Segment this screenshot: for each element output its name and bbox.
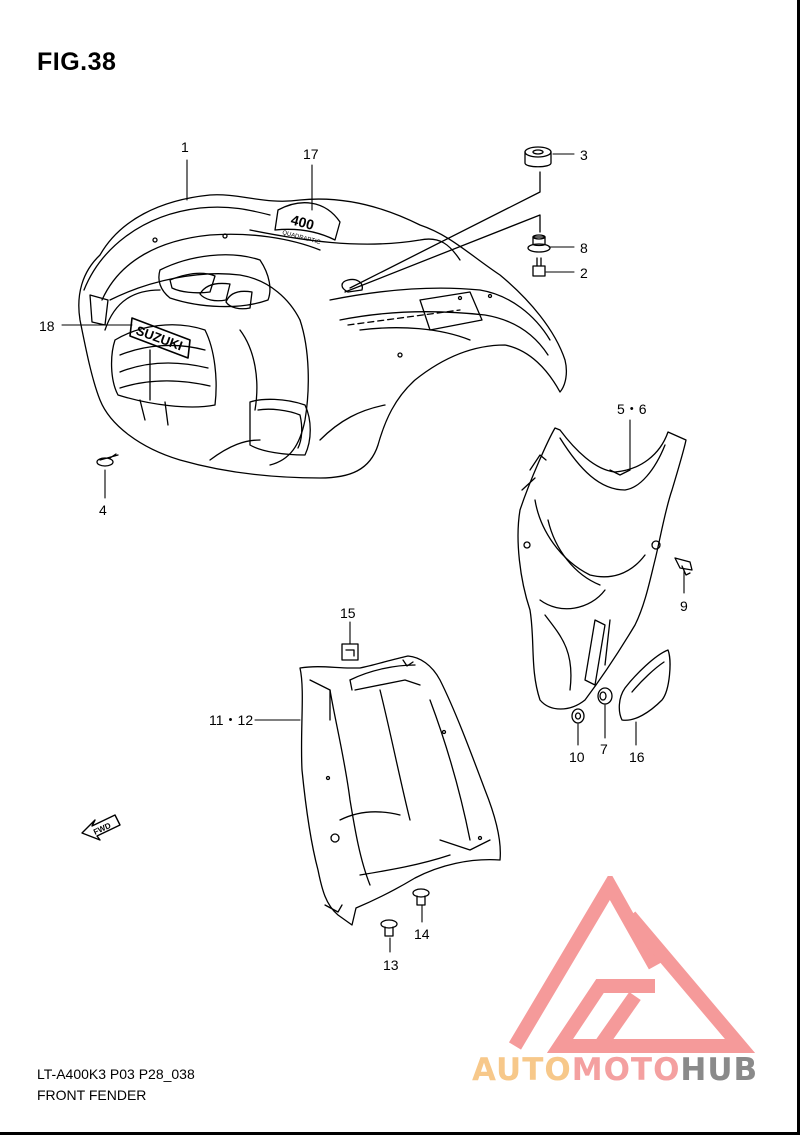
watermark-wordmark: AUTOMOTOHUB	[472, 1052, 758, 1088]
figure-name: FRONT FENDER	[37, 1087, 147, 1103]
callout-leader-lines	[61, 153, 685, 953]
leader-mount-upper	[349, 171, 541, 289]
callout-14: 14	[414, 926, 430, 942]
forward-direction-arrow: FWD	[81, 814, 121, 841]
callout-16: 16	[629, 749, 645, 765]
forward-arrow-label: FWD	[92, 821, 113, 837]
brand-emblem: SUZUKI	[129, 317, 191, 359]
callout-7: 7	[600, 741, 608, 757]
callout-18: 18	[39, 318, 55, 334]
callout-2: 2	[580, 265, 588, 281]
callout-10: 10	[569, 749, 585, 765]
washer-part-10	[571, 708, 585, 724]
figure-title: FIG.38	[37, 48, 117, 76]
callout-15: 15	[340, 605, 356, 621]
clip-part-9	[674, 557, 693, 576]
leader-mount-lower	[344, 214, 541, 293]
inner-liner-part-11-12	[299, 655, 501, 926]
watermark-logo-mark	[508, 876, 756, 1053]
callout-11-12: 11・12	[209, 712, 254, 728]
callout-8: 8	[580, 240, 588, 256]
screw-part-4	[96, 453, 119, 467]
callout-17: 17	[303, 146, 319, 162]
watermark-text-hub: HUB	[680, 1052, 759, 1088]
callout-1: 1	[181, 139, 189, 155]
watermark-text-auto: AUTO	[472, 1052, 572, 1088]
screw-part-13	[380, 919, 398, 937]
callout-3: 3	[580, 147, 588, 163]
figure-code: LT-A400K3 P03 P28_038	[37, 1066, 195, 1082]
collar-part-8	[527, 234, 551, 253]
watermark-text-moto: MOTO	[571, 1052, 681, 1088]
bolt-part-2	[532, 257, 546, 277]
clip-part-15	[341, 643, 359, 661]
grommet-part-3	[524, 146, 552, 168]
grommet-part-7	[597, 687, 613, 705]
callout-5-6: 5・6	[617, 401, 647, 417]
cover-part-16	[618, 649, 671, 721]
callout-13: 13	[383, 957, 399, 973]
screw-part-14	[412, 888, 430, 906]
front-fender-body: SUZUKI 400 QUADRAPTIC	[78, 194, 567, 479]
callout-9: 9	[680, 598, 688, 614]
side-panel-part-5-6	[517, 427, 687, 710]
model-emblem-number: 400	[289, 211, 316, 233]
callout-4: 4	[99, 502, 107, 518]
